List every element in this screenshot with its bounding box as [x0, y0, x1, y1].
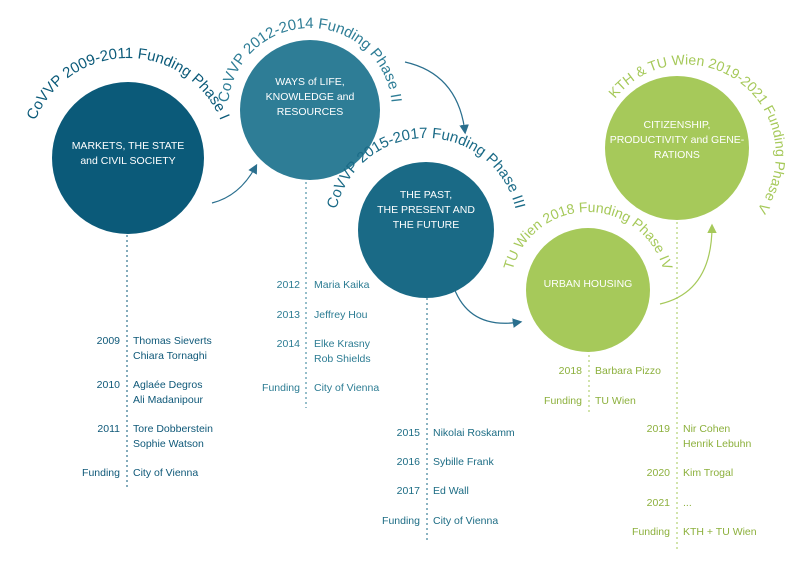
arrow-phase3-to-phase4: [453, 287, 523, 328]
phase3-circle-text: THE PAST, THE PRESENT AND THE FUTURE: [377, 189, 475, 231]
arrow-phase1-to-phase2: [211, 163, 258, 204]
phase5-circle-text: CITIZENSHIP, PRODUCTIVITY and GENE- RATI…: [609, 119, 745, 161]
phase1-circle: [52, 82, 204, 234]
phase3-circle: [358, 162, 494, 298]
phase2-circle-text: WAYS of LIFE, KNOWLEDGE and RESOURCES: [265, 76, 355, 118]
arrow-phase4-to-phase5: [659, 223, 717, 305]
phase1-circle-text: MARKETS, THE STATE and CIVIL SOCIETY: [71, 140, 185, 167]
phase4-circle: [526, 228, 650, 352]
phase4-circle-text: URBAN HOUSING: [543, 278, 633, 290]
phase2-circle: [240, 40, 380, 180]
arrow-phase2-to-phase3: [404, 61, 469, 135]
phase5-circle: [605, 76, 749, 220]
